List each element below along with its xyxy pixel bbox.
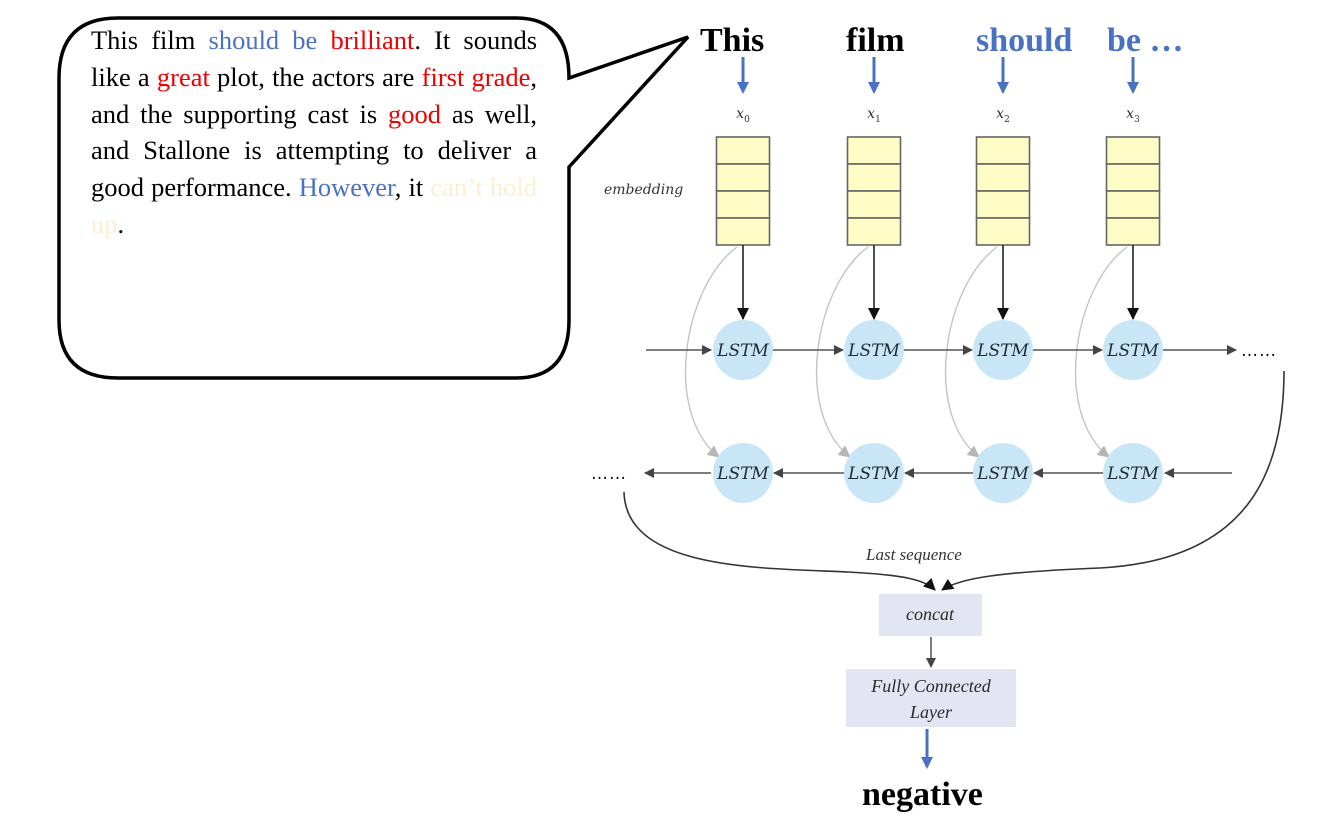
embedding-cell [846, 190, 902, 219]
embedding-label: embedding [604, 182, 684, 198]
review-segment-red: good [388, 98, 442, 129]
input-variable-label: x1 [867, 106, 881, 125]
embedding-vector [975, 136, 1031, 246]
backward-lstm-cell [844, 443, 904, 503]
review-segment-faint: can’t hold up [91, 172, 537, 239]
backward-lstm-label: LSTM [976, 464, 1029, 484]
embedding-cell [1105, 136, 1161, 165]
backward-last-sequence-curve [623, 491, 936, 591]
embedding-cell [715, 190, 771, 219]
review-segment-blue: should be [208, 25, 318, 55]
review-segment-normal: , it [394, 172, 431, 203]
speech-bubble [57, 16, 690, 380]
input-word: should [976, 22, 1073, 59]
embedding-cell [715, 217, 771, 246]
forward-lstm-label: LSTM [976, 341, 1029, 361]
review-segment-normal: , and the supporting cast is [91, 61, 537, 129]
forward-lstm-label: LSTM [847, 341, 900, 361]
fc-label-line1: Fully Connected [870, 676, 991, 696]
input-variable-label: x0 [736, 106, 750, 125]
embedding-cell [1105, 217, 1161, 246]
embedding-cell [975, 190, 1031, 219]
backward-lstm-label: LSTM [716, 464, 769, 484]
forward-lstm-cell [844, 320, 904, 380]
input-variable-label: x2 [996, 106, 1010, 125]
review-text: This film should be brilliant. It sounds… [91, 22, 537, 243]
concat-label: concat [906, 604, 955, 624]
backward-continuation-dots: …… [591, 464, 627, 484]
embedding-cell [846, 163, 902, 192]
embedding-vector [1105, 136, 1161, 246]
input-word: be … [1107, 22, 1184, 59]
review-segment-normal: . It sounds like a [91, 25, 538, 92]
embedding-cell [975, 136, 1031, 165]
review-segment-normal [317, 25, 330, 55]
review-segment-normal: . [117, 208, 125, 239]
input-variable-label: x3 [1126, 106, 1140, 125]
input-word: This [700, 22, 765, 59]
embedding-cell [846, 217, 902, 246]
concat-box [879, 594, 982, 636]
forward-lstm-label: LSTM [1106, 341, 1159, 361]
review-segment-normal: plot, the actors are [209, 61, 422, 92]
forward-last-sequence-curve [941, 370, 1285, 591]
embedding-cell [1105, 190, 1161, 219]
embedding-cell [975, 217, 1031, 246]
review-segment-red: brilliant [330, 25, 415, 55]
fc-label-line2: Layer [909, 702, 953, 722]
forward-lstm-cell [1103, 320, 1163, 380]
last-sequence-label: Last sequence [866, 545, 962, 564]
forward-lstm-cell [713, 320, 773, 380]
review-segment-blue: However [298, 172, 395, 203]
embedding-cell [846, 136, 902, 165]
embedding-vector [715, 136, 771, 246]
input-word: film [846, 22, 905, 59]
embedding-cell [715, 136, 771, 165]
backward-lstm-label: LSTM [1106, 464, 1159, 484]
embedding-cell [715, 163, 771, 192]
backward-lstm-cell [1103, 443, 1163, 503]
embedding-cell [975, 163, 1031, 192]
review-segment-red: great [156, 61, 210, 92]
output-sentiment-label: negative [862, 776, 983, 813]
forward-lstm-label: LSTM [716, 341, 769, 361]
embedding-vector [846, 136, 902, 246]
backward-lstm-label: LSTM [847, 464, 900, 484]
fully-connected-box [846, 669, 1016, 727]
review-segment-normal: as well, and Stallone is attempting to d… [91, 98, 537, 203]
review-segment-normal: This film [91, 25, 209, 55]
backward-lstm-cell [973, 443, 1033, 503]
embedding-cell [1105, 163, 1161, 192]
forward-lstm-cell [973, 320, 1033, 380]
backward-lstm-cell [713, 443, 773, 503]
review-segment-red: first grade [421, 61, 531, 92]
forward-continuation-dots: …… [1241, 341, 1277, 361]
